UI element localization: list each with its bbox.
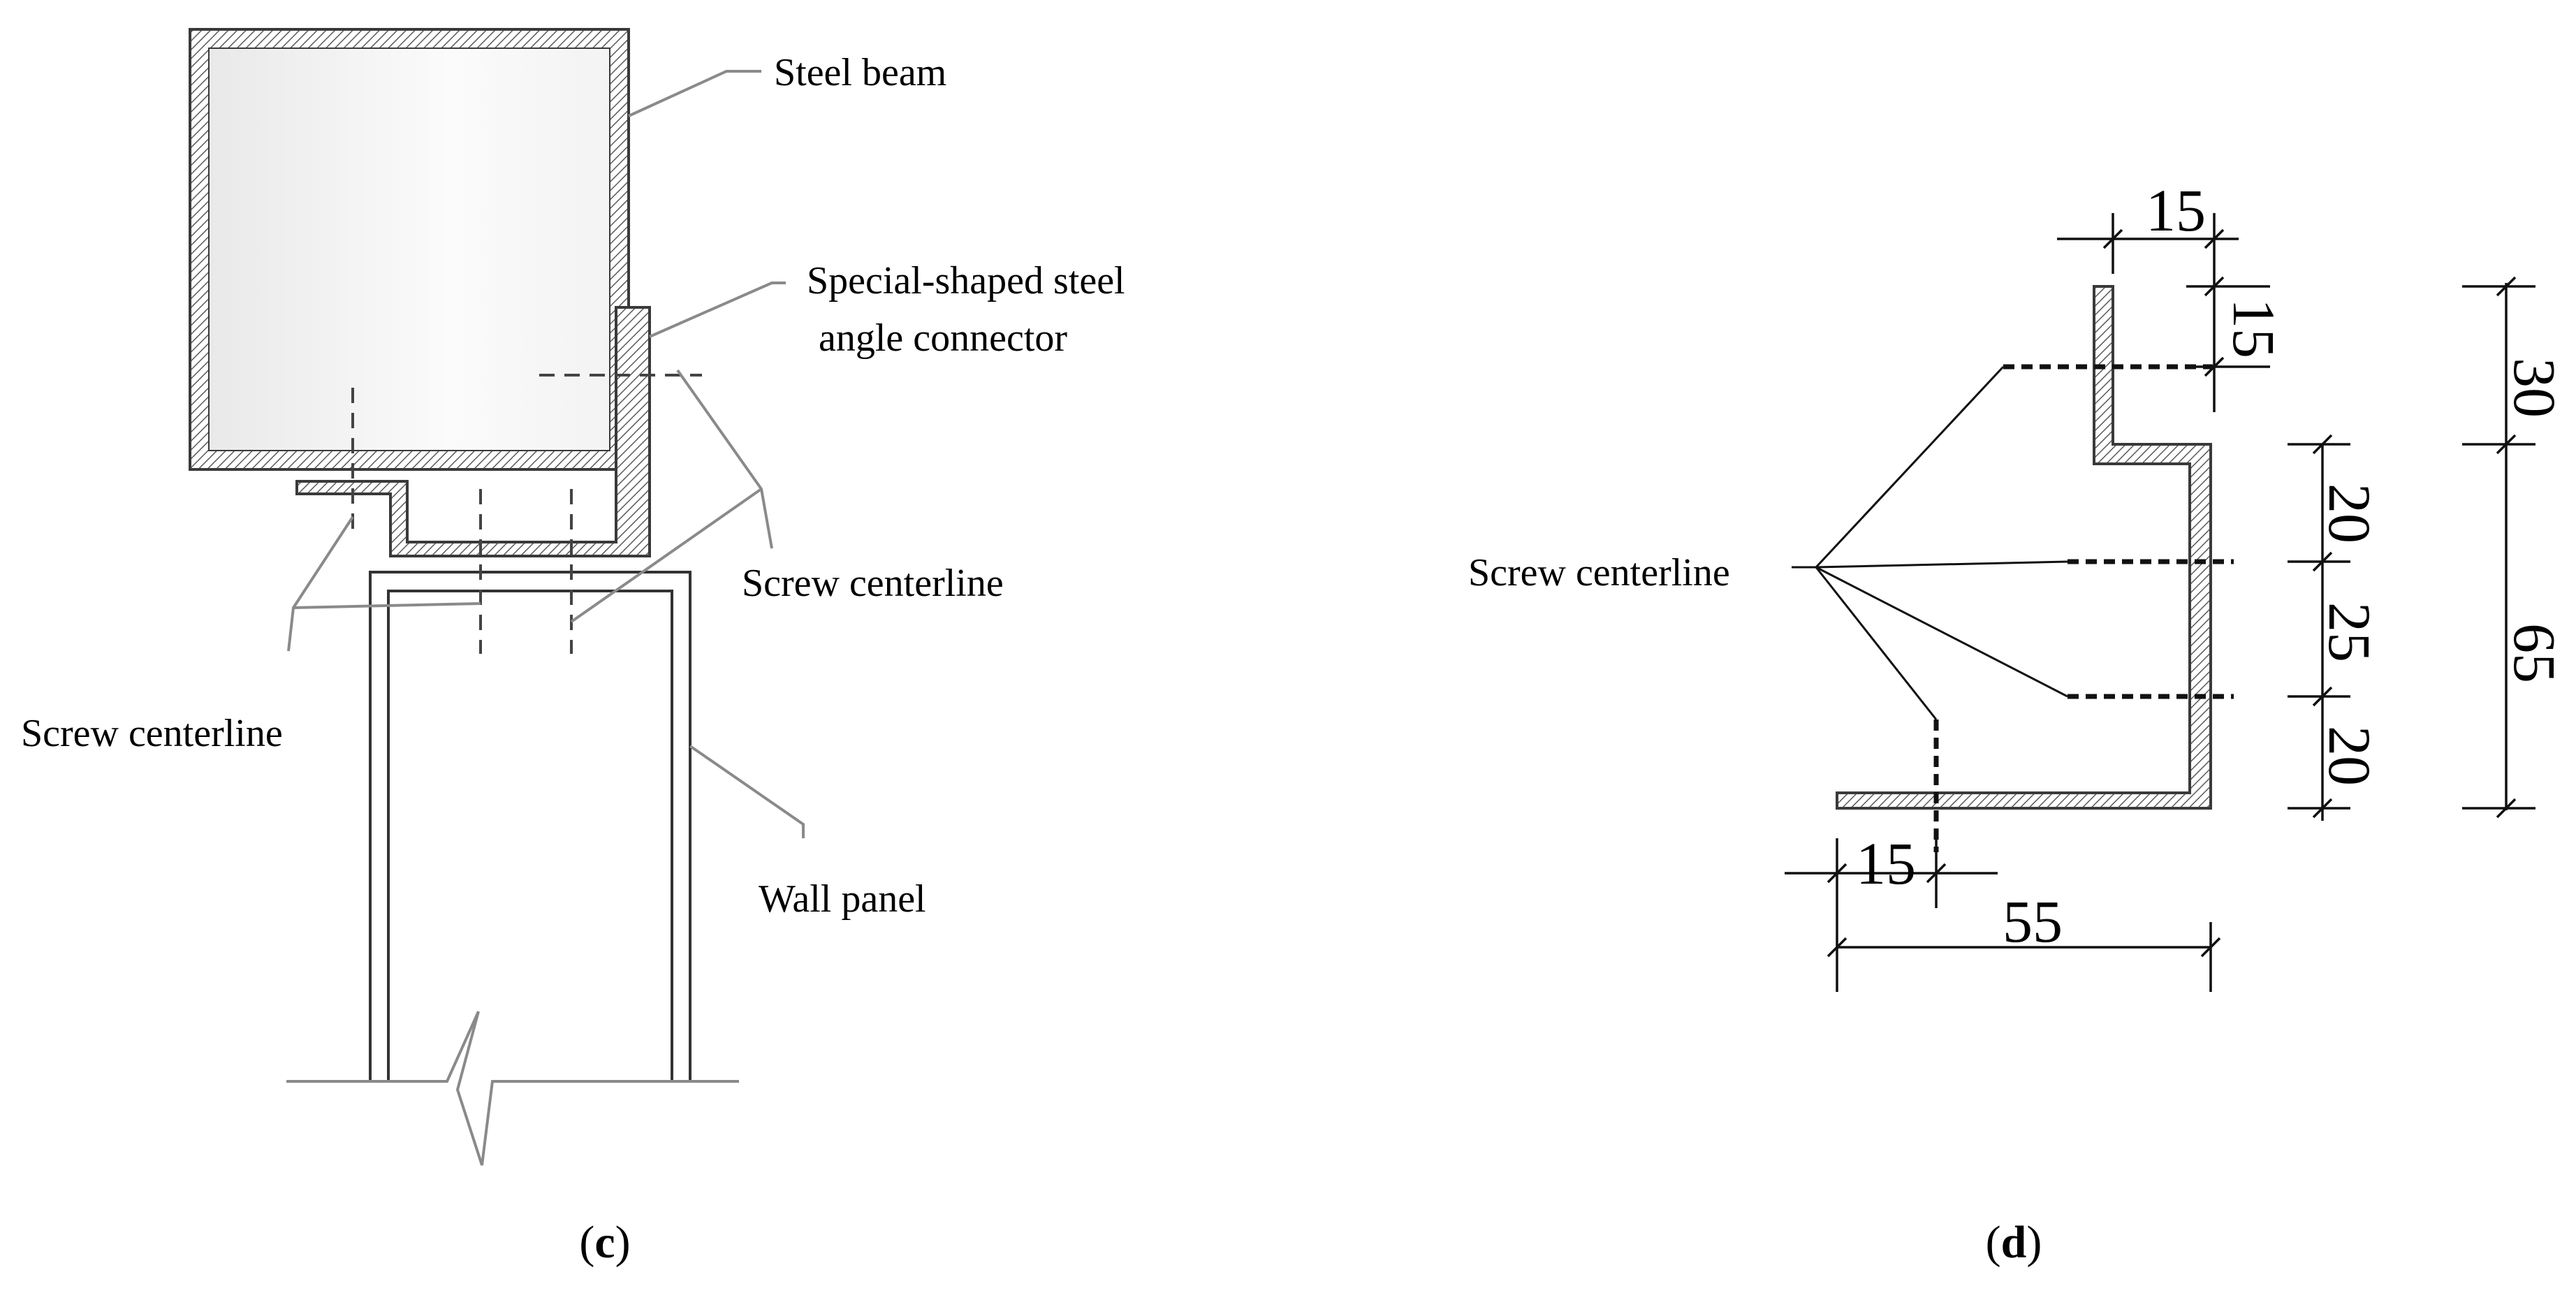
dim-chain-tick-636 (2312, 434, 2333, 455)
steel-beam-interior (210, 49, 609, 450)
leader-screw-right-b (570, 488, 763, 623)
leader-d-bottom (1815, 567, 1938, 720)
connector-profile (1836, 285, 2212, 810)
break-line (286, 1011, 739, 1166)
wall-panel-inner (387, 590, 673, 1081)
dim-chain-20-lower: 20 (2316, 726, 2383, 786)
dim-chain-tick-804 (2312, 551, 2333, 572)
dim-total-55-tick-right (2200, 937, 2221, 958)
dim-outer-30: 30 (2501, 358, 2568, 418)
dim-top-15-tick-left (2102, 228, 2123, 249)
caption-c: (c) (579, 1217, 630, 1268)
dim-chain-20-upper: 20 (2316, 483, 2383, 543)
leader-screw-right (676, 369, 773, 549)
dim-total-55-tick-left (1827, 937, 1847, 958)
leader-connector (649, 282, 786, 338)
dim-bottom-15-value: 15 (1856, 830, 1916, 897)
leader-d-mid (1815, 560, 2068, 569)
leader-d-top (1815, 365, 2005, 569)
connector-label-line2: angle connector (819, 316, 1067, 360)
dim-bottom-15-tick-left (1827, 863, 1847, 884)
dim-chain-tick-997 (2312, 686, 2333, 707)
dim-total-55-value: 55 (2003, 888, 2063, 955)
leader-screw-left-b (293, 602, 481, 609)
dim-top-15-value: 15 (2146, 177, 2206, 244)
dim-chain-tick-1157 (2312, 798, 2333, 819)
dim-outer-tick-mid (2496, 434, 2517, 455)
steel-beam-label: Steel beam (774, 51, 946, 94)
wall-panel-label: Wall panel (759, 877, 926, 921)
dim-top-15-tick-right (2204, 228, 2225, 249)
leader-screw-left (287, 516, 354, 652)
dim-bottom-15-tick-right (1926, 863, 1947, 884)
connector-section (295, 306, 651, 557)
dim-lip-15-tick-top (2204, 276, 2225, 297)
dim-chain-25-middle: 25 (2316, 602, 2383, 662)
leader-steel-beam (628, 70, 761, 117)
wall-panel-outer (369, 571, 691, 1081)
caption-d: (d) (1986, 1217, 2042, 1268)
panel-c: Steel beam Special-shaped steel angle co… (21, 28, 1125, 1268)
screw-centerline-label-d: Screw centerline (1468, 551, 1730, 594)
dim-lip-15-value: 15 (2220, 298, 2288, 358)
dim-outer-tick-top (2496, 276, 2517, 297)
dim-outer-tick-bot (2496, 798, 2517, 819)
leader-wall-panel (689, 745, 805, 838)
leader-d-low (1815, 566, 2068, 698)
screw-centerline-label-right: Screw centerline (742, 562, 1004, 605)
connector-label-line1: Special-shaped steel (807, 259, 1125, 302)
screw-centerline-label-left: Screw centerline (21, 712, 283, 755)
dim-outer-65: 65 (2501, 623, 2568, 683)
dim-lip-15-tick-bot (2204, 356, 2225, 377)
panel-d: Screw centerline 15 15 20 25 20 (1468, 177, 2568, 1268)
